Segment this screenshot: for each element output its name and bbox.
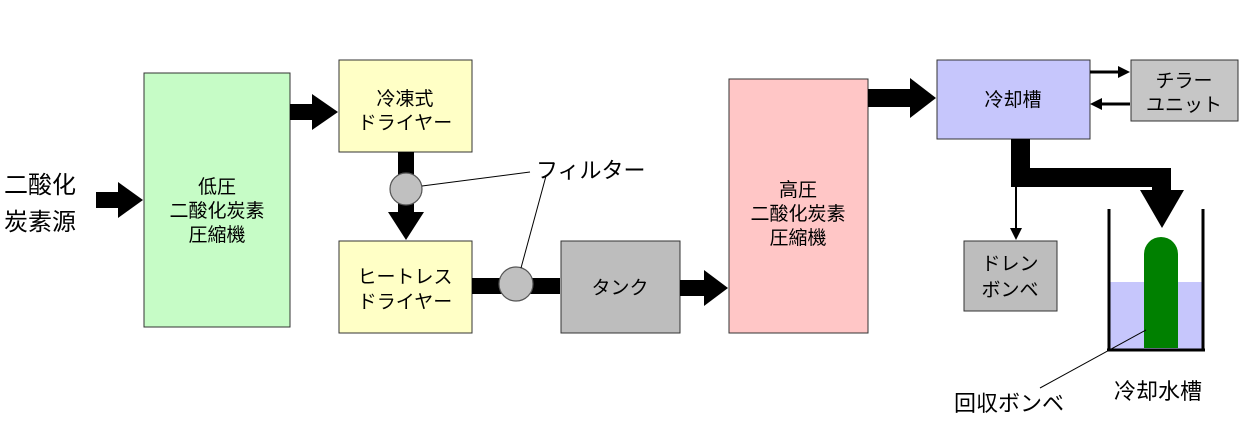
refrigerated-dryer-label-line2: ドライヤー — [358, 112, 452, 134]
low-pressure-compressor-label-line1: 低圧 — [198, 176, 236, 198]
heatless-dryer-label-line1: ヒートレス — [357, 266, 452, 288]
arrow-chiller-to-cooling-tank — [1090, 98, 1130, 110]
recovery-cylinder-leader-line — [1039, 329, 1147, 389]
high-pressure-compressor-box — [728, 78, 869, 334]
refrigerated-dryer-label-line1: 冷凍式 — [376, 88, 433, 110]
arrow-tank-to-high-compressor — [680, 270, 728, 306]
filter-label: フィルター — [536, 159, 646, 184]
low-pressure-compressor-label-line2: 二酸化炭素 — [169, 200, 264, 222]
recovery-cylinder — [1144, 237, 1178, 348]
filter-2 — [498, 266, 534, 302]
tank-box — [560, 240, 681, 334]
recovery-cylinder-label: 回収ボンベ — [954, 392, 1064, 417]
arrow-high-compressor-to-cooling-tank — [868, 78, 936, 118]
high-pressure-compressor-label-line1: 高圧 — [779, 179, 817, 201]
arrow-cooling-tank-to-chiller — [1090, 66, 1130, 78]
chiller-unit-label-line2: ユニット — [1146, 94, 1222, 116]
low-pressure-compressor-label-line3: 圧縮機 — [188, 224, 245, 246]
cooling-water-tank-label: 冷却水槽 — [1114, 380, 1202, 405]
drain-cylinder-label-line2: ボンベ — [981, 279, 1038, 301]
filter-1 — [389, 172, 423, 206]
arrow-source-to-low-compressor — [96, 182, 143, 218]
filter-leader-line-2 — [520, 175, 547, 269]
drain-cylinder-label-line1: ドレン — [981, 253, 1038, 275]
high-pressure-compressor-label-line3: 圧縮機 — [769, 227, 826, 249]
co2-source-label-line1: 二酸化 — [4, 171, 76, 199]
chiller-unit-label-line1: チラー — [1155, 70, 1212, 92]
heatless-dryer-box — [338, 240, 473, 334]
chiller-unit-box — [1130, 59, 1239, 122]
arrow-low-compressor-to-refrigerated-dryer — [290, 94, 338, 130]
tank-label: タンク — [591, 277, 648, 299]
drain-cylinder-box — [963, 240, 1058, 312]
cooling-tank-label: 冷却槽 — [984, 89, 1041, 111]
pipe-cooling-tank-to-water-tank — [1011, 139, 1184, 228]
low-pressure-compressor-box — [143, 72, 291, 328]
refrigerated-dryer-box — [338, 59, 473, 153]
co2-source-label-line2: 炭素源 — [4, 208, 76, 236]
high-pressure-compressor-label-line2: 二酸化炭素 — [750, 203, 845, 225]
heatless-dryer-label-line2: ドライヤー — [358, 291, 452, 313]
arrow-to-drain-cylinder — [1010, 187, 1022, 240]
filter-leader-line-1 — [421, 171, 531, 187]
